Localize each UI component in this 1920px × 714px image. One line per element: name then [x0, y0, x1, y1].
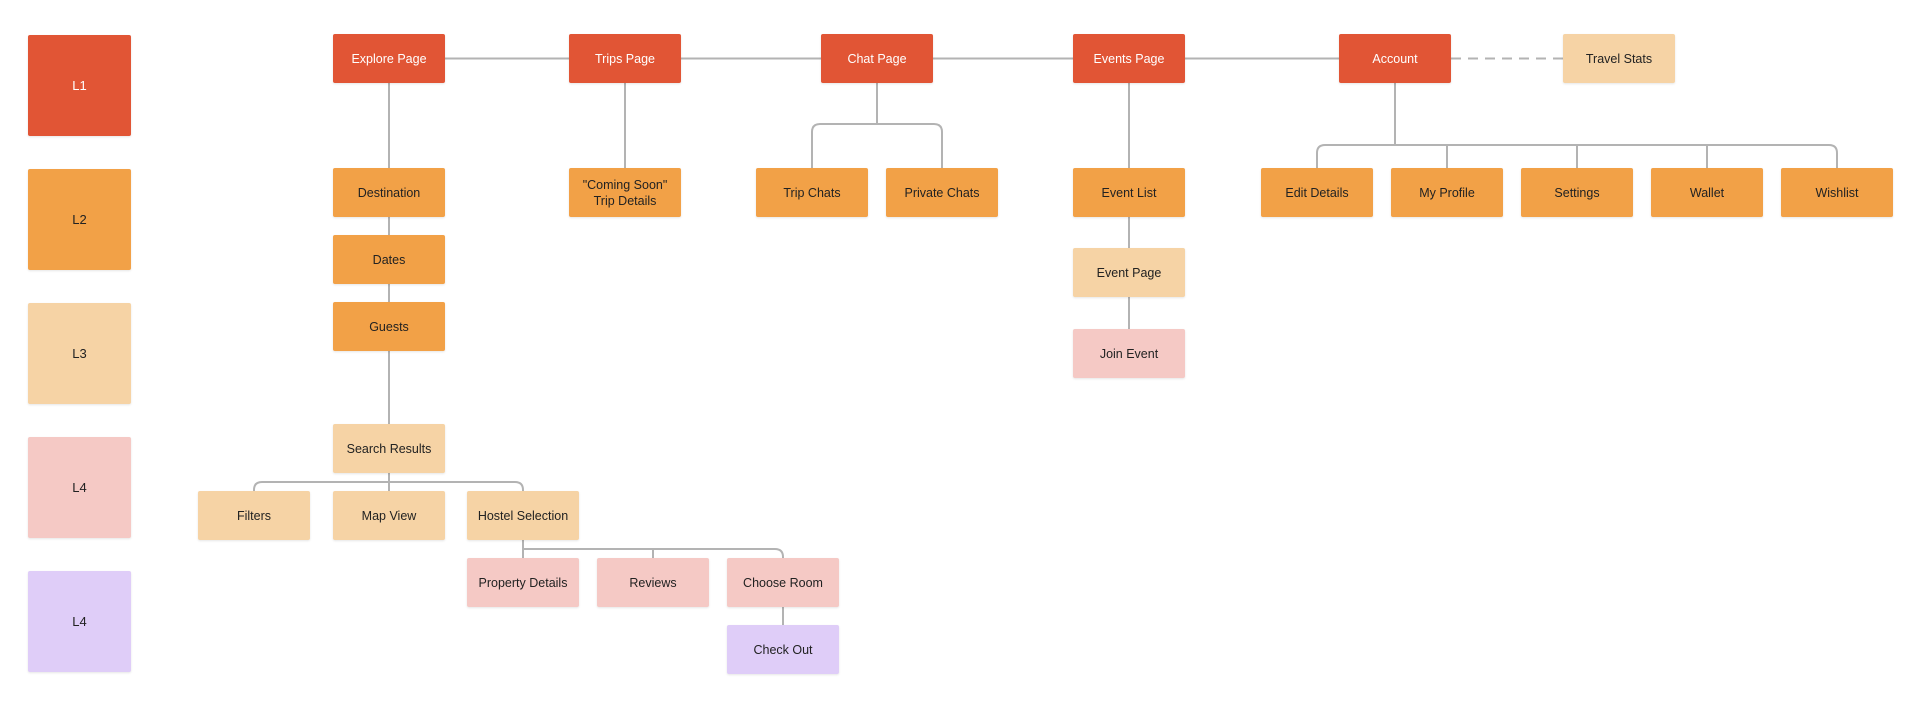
explore-page-node: Explore Page	[333, 34, 445, 83]
destination-node: Destination	[333, 168, 445, 217]
filters-node: Filters	[198, 491, 310, 540]
coming-soon-node: "Coming Soon" Trip Details	[569, 168, 681, 217]
event-list-node: Event List	[1073, 168, 1185, 217]
legend-l3: L3	[28, 303, 131, 404]
connector-search-results-hostel-selection	[514, 481, 524, 491]
connector-account-wishlist	[1828, 144, 1838, 168]
reviews-node: Reviews	[597, 558, 709, 607]
legend-l4-pink: L4	[28, 437, 131, 538]
check-out-node: Check Out	[727, 625, 839, 674]
hostel-selection-node: Hostel Selection	[467, 491, 579, 540]
legend-l2: L2	[28, 169, 131, 270]
choose-room-node: Choose Room	[727, 558, 839, 607]
connector-chat-page-trip-chats	[811, 123, 821, 168]
events-page-node: Events Page	[1073, 34, 1185, 83]
legend-l4-purple: L4	[28, 571, 131, 672]
private-chats-node: Private Chats	[886, 168, 998, 217]
join-event-node: Join Event	[1073, 329, 1185, 378]
connector-account-edit-details	[1316, 144, 1326, 168]
connector-hostel-selection-choose-room	[774, 548, 784, 558]
wallet-node: Wallet	[1651, 168, 1763, 217]
trips-page-node: Trips Page	[569, 34, 681, 83]
connector-chat-page-private-chats	[933, 123, 943, 168]
connector-search-results-filters	[253, 481, 263, 491]
guests-node: Guests	[333, 302, 445, 351]
settings-node: Settings	[1521, 168, 1633, 217]
map-view-node: Map View	[333, 491, 445, 540]
chat-page-node: Chat Page	[821, 34, 933, 83]
dates-node: Dates	[333, 235, 445, 284]
account-node: Account	[1339, 34, 1451, 83]
search-results-node: Search Results	[333, 424, 445, 473]
travel-stats-node: Travel Stats	[1563, 34, 1675, 83]
property-details-node: Property Details	[467, 558, 579, 607]
edit-details-node: Edit Details	[1261, 168, 1373, 217]
trip-chats-node: Trip Chats	[756, 168, 868, 217]
legend-l1: L1	[28, 35, 131, 136]
event-page-node: Event Page	[1073, 248, 1185, 297]
my-profile-node: My Profile	[1391, 168, 1503, 217]
wishlist-node: Wishlist	[1781, 168, 1893, 217]
